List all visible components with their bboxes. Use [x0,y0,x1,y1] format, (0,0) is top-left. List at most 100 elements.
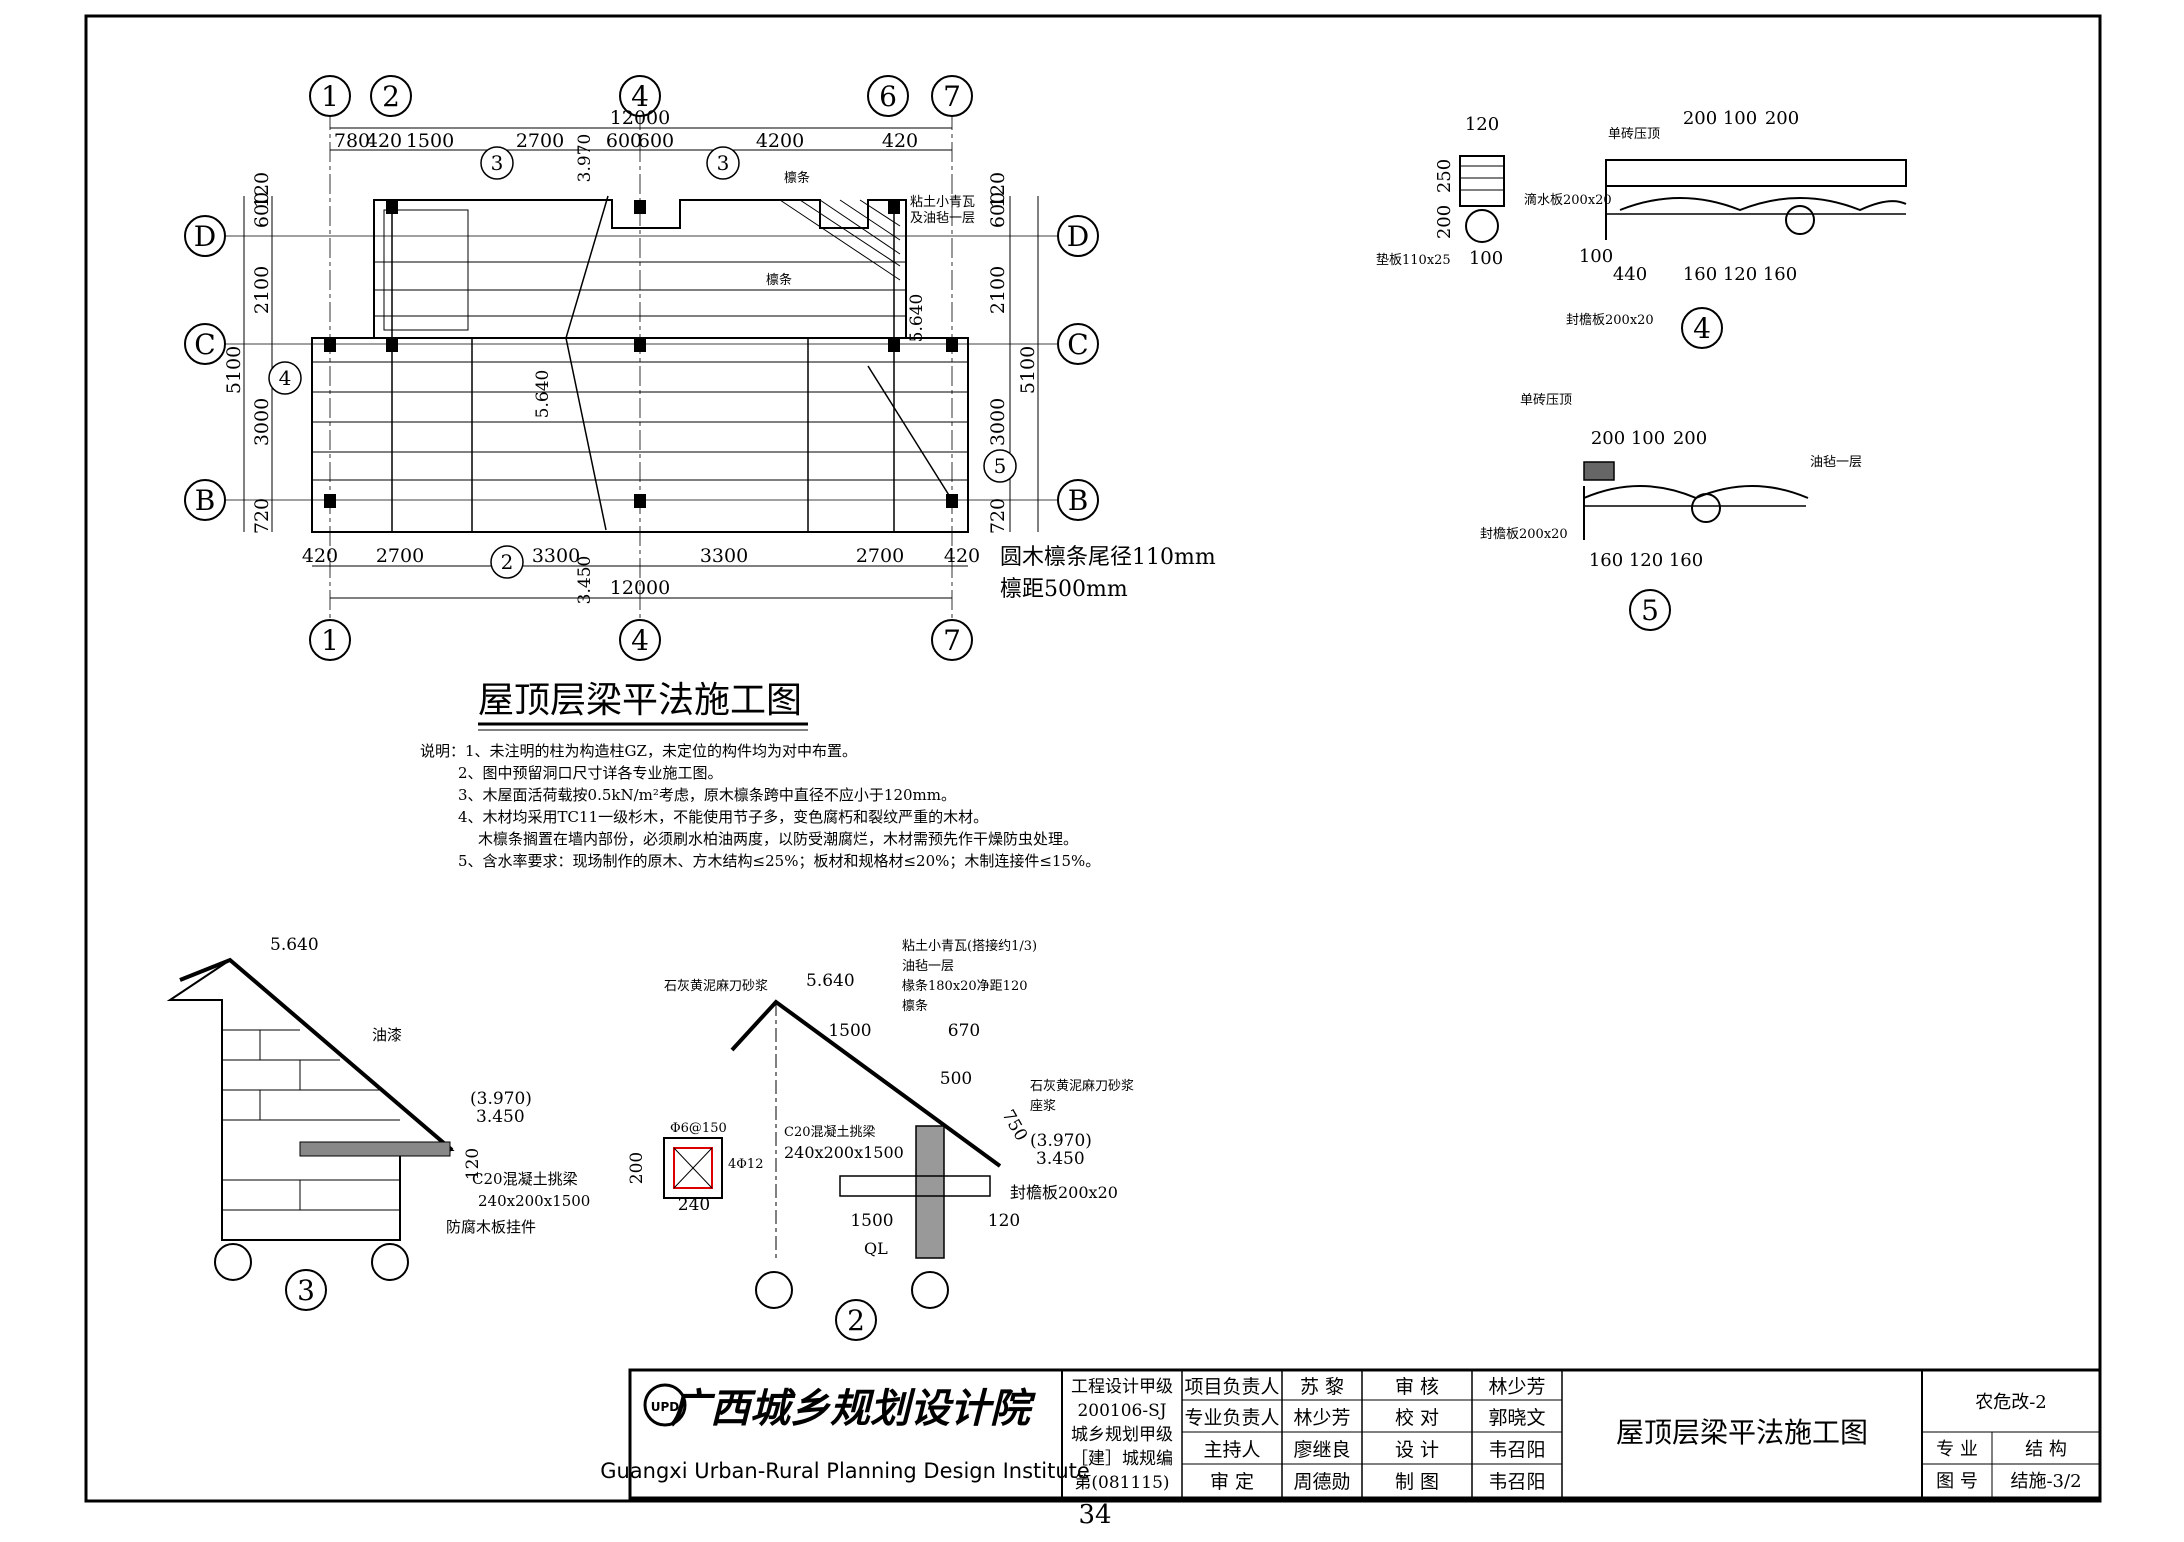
dim: 160 [1763,264,1797,285]
number-label: 图 号 [1936,1471,1978,1492]
elev-label: 5.640 [907,294,927,343]
section-mark: 3 [491,151,504,175]
top-dimensions: 12000 780 420 1500 2700 600 600 4200 420 [330,107,952,152]
dim-segment: 2700 [856,545,904,567]
detail-label: 单砖压顶 [1520,393,1572,408]
role-name: 郭晓文 [1488,1407,1545,1429]
roles-table: 项目负责人 苏 黎 审 核 林少芳 专业负责人 林少芳 校 对 郭晓文 主持人 … [1184,1376,1545,1493]
axis-bubble: 4 [619,619,661,661]
logo-icon [643,1383,687,1427]
detail-5: 200 100 200 160 120 160 单砖压顶 油毡一层 封檐板200… [1480,393,1862,631]
purlin-note-2: 檩距500mm [1000,577,1128,602]
svg-text:4: 4 [631,624,649,657]
section-mark: 5 [994,454,1007,478]
svg-text:6: 6 [879,80,897,113]
cert-line: ［建］城规编 [1071,1449,1173,1469]
elev-label: 5.640 [533,370,553,419]
elev-label: (3.970) [470,1089,532,1109]
dim: 120 [1629,550,1663,571]
svg-text:7: 7 [943,624,961,657]
dim-left: 600 [251,192,273,228]
detail-label: QL [864,1239,888,1258]
role-label: 主持人 [1203,1439,1260,1461]
role-label: 制 图 [1395,1471,1439,1493]
dim: 200 [627,1152,647,1184]
dim-right: 5100 [1017,346,1039,394]
cert-line: 200106-SJ [1077,1401,1166,1421]
logo-cn: 广西城乡规划设计院 [670,1385,1036,1432]
plan-elevations: 3.970 5.640 5.640 3.450 [533,134,927,605]
elev-label: 3.450 [575,556,595,605]
role-name: 廖继良 [1293,1439,1350,1461]
detail-label: C20混凝土挑梁 [472,1170,578,1188]
bottom-dimensions: 420 2700 3300 3300 2700 420 12000 [302,545,980,599]
roof-plan [225,110,1060,620]
section-mark: 3 [717,151,730,175]
note-line: 4、木材均采用TC11一级杉木，不能使用节子多，变色腐朽和裂纹严重的木材。 [458,808,988,826]
dim-right: 2100 [987,266,1009,314]
dim: 200 [1434,205,1455,239]
dim-total-bottom: 12000 [610,577,670,599]
dim: 160 [1589,550,1623,571]
axis-bubble: 6 [867,75,909,117]
axis-bubble: 2 [370,75,412,117]
detail-label: 240x200x1500 [784,1143,904,1162]
cert-line: 第(081115) [1074,1473,1169,1493]
notes: 说明：1、未注明的柱为构造柱GZ，未定位的构件均为对中布置。 2、图中预留洞口尺… [420,742,1100,870]
note-line: 说明：1、未注明的柱为构造柱GZ，未定位的构件均为对中布置。 [420,742,857,760]
number-value: 结施-3/2 [2010,1471,2081,1492]
plan-callouts: 檩条 檩条 粘土小青瓦 及油毡一层 [766,170,975,288]
cert-line: 工程设计甲级 [1071,1377,1173,1397]
axis-bubble-right: D [1067,220,1089,253]
role-label: 专业负责人 [1184,1407,1279,1429]
title-block [628,1368,2102,1500]
dim-segment: 3300 [700,545,748,567]
elev-label: 3.450 [1036,1149,1085,1169]
dim-right: 120 [987,172,1009,208]
detail-mark: 4 [1693,312,1711,345]
detail-label: 石灰黄泥麻刀砂浆 [664,979,768,994]
dim-right: 600 [987,192,1009,228]
elev-label: (3.970) [1030,1131,1092,1151]
detail-label: 封檐板200x20 [1010,1183,1118,1202]
svg-text:4: 4 [631,80,649,113]
dim: 250 [1434,159,1455,193]
purlin-note-1: 圆木檩条尾径110mm [1000,545,1216,570]
dim-left: 2100 [251,266,273,314]
dim-total-top: 12000 [610,107,670,129]
detail-label: C20混凝土挑梁 [784,1124,876,1140]
dim-segment: 2700 [376,545,424,567]
detail-3: 5.640 (3.970) 3.450 120 油漆 C20混凝土挑梁 240x… [166,935,590,1311]
note-line: 木檩条搁置在墙内部份，必须刷水柏油两度，以防受潮腐烂，木材需预先作干燥防虫处理。 [478,830,1078,848]
role-label: 校 对 [1395,1407,1439,1429]
dim: 750 [998,1106,1032,1144]
role-label: 项目负责人 [1184,1376,1279,1398]
detail-label: 垫板110x25 [1376,252,1451,268]
project-name: 农危改-2 [1975,1392,2047,1413]
axis-bubbles-side: D C B D C B [184,215,1099,521]
role-label: 设 计 [1395,1439,1439,1461]
dim: 100 [1631,428,1665,449]
note-line: 5、含水率要求：现场制作的原木、方木结构≤25%；板材和规格材≤20%；木制连接… [458,852,1100,870]
axis-bubble: 7 [931,619,973,661]
dim: 200 [1683,108,1717,129]
detail-label: 油毡一层 [1810,455,1862,470]
axis-bubble: 1 [309,75,351,117]
dim: 120 [1465,114,1499,135]
dim-right: 3000 [987,398,1009,446]
cert-line: 城乡规划甲级 [1071,1425,1173,1445]
detail-4: 120 250 200 100 200 100 200 100 440 160 … [1376,108,1907,349]
dim-segment: 780 [334,130,370,152]
role-name: 韦召阳 [1488,1471,1545,1493]
svg-text:2: 2 [382,80,400,113]
dim: 160 [1683,264,1717,285]
callout-label: 檩条 [784,170,810,186]
left-dimensions: 600 120 2100 5100 3000 720 [223,172,273,534]
svg-text:1: 1 [321,80,339,113]
dim-segment: 4200 [756,130,804,152]
axis-bubbles-bottom: 1 4 7 [309,619,973,661]
dim-left: 3000 [251,398,273,446]
dim-segment: 600 [606,130,642,152]
plan-title: 屋顶层梁平法施工图 [478,680,802,721]
logo-en: Guangxi Urban-Rural Planning Design Inst… [600,1459,1090,1483]
